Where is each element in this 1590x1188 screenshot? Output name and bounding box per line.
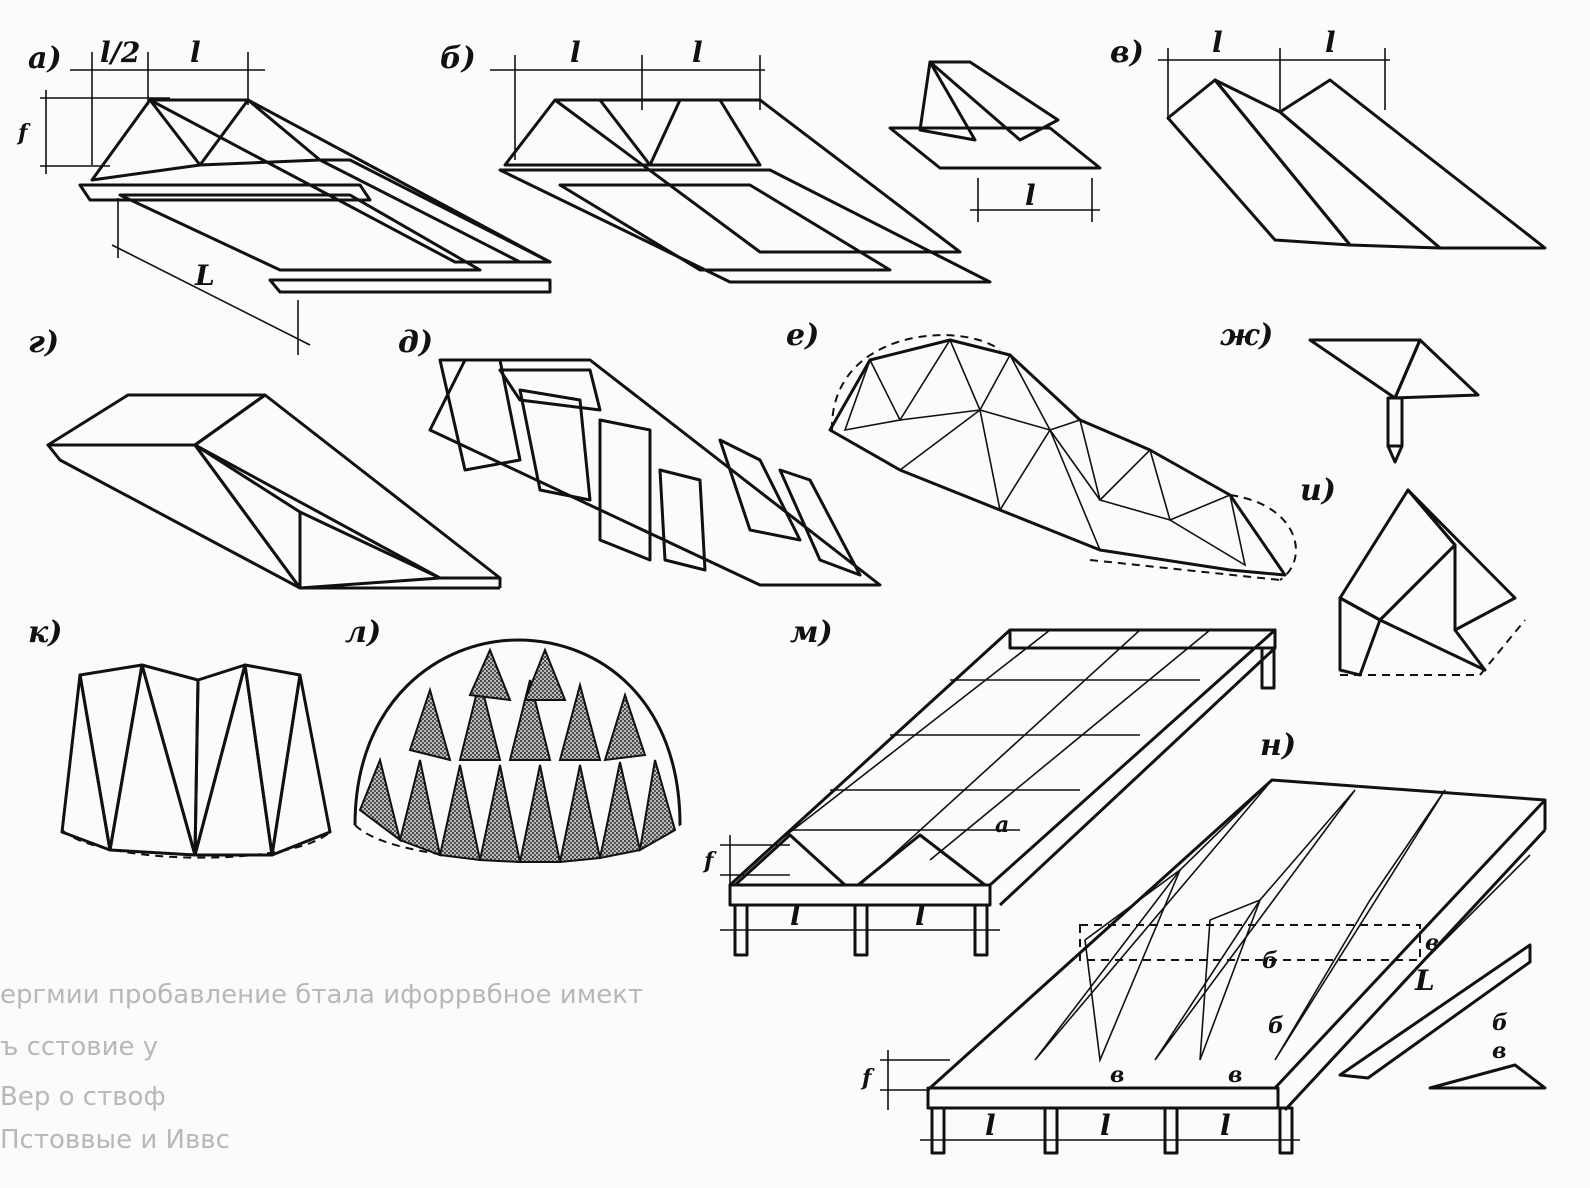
label-g: г) — [28, 325, 59, 360]
figure-e: е) — [786, 318, 1297, 581]
label-b: б) — [440, 41, 476, 76]
dim-l-m1: l — [790, 899, 801, 932]
dim-l-a: l — [190, 36, 201, 69]
faded-text-3: Вер о ствоф — [0, 1082, 166, 1112]
figure-g: г) — [28, 325, 502, 590]
figure-k: к) — [28, 615, 332, 859]
dim-l-n1: l — [985, 1109, 996, 1142]
figure-m: м) l l f а — [702, 615, 1277, 957]
figure-n: н) l l l f L в б б в в б в — [860, 728, 1547, 1155]
label-i: и) — [1300, 473, 1336, 508]
dim-l-n2: l — [1100, 1109, 1111, 1142]
label-a: а) — [28, 41, 62, 76]
dim-a-m: а — [995, 812, 1009, 838]
dim-l-m2: l — [915, 899, 926, 932]
label-n: н) — [1260, 728, 1296, 763]
figure-d: д) — [398, 325, 882, 587]
figure-l: л) — [345, 615, 682, 864]
figure-v: в) l l — [1110, 26, 1547, 250]
label-zh: ж) — [1220, 318, 1273, 353]
figure-b: б) l l — [440, 36, 992, 284]
dim-L-n: L — [1414, 964, 1435, 997]
label-e: е) — [786, 318, 819, 353]
mark-v-n2: в — [1110, 1062, 1124, 1088]
figure-a: а) l/2 l f L — [16, 36, 552, 355]
label-k: к) — [28, 615, 63, 650]
dim-L-a: L — [194, 259, 215, 292]
faded-text-4: Пстоввые и Иввс — [0, 1125, 230, 1155]
dim-f-n: f — [860, 1065, 875, 1091]
dim-l-b1: l — [570, 36, 581, 69]
dim-l-v1: l — [1212, 26, 1223, 59]
dim-l-b-inset: l — [1025, 179, 1036, 212]
dim-f-a: f — [16, 120, 31, 146]
faded-text-2: ъ сстовие у — [0, 1032, 159, 1062]
mark-v-n3: в — [1228, 1062, 1242, 1088]
mark-b-detail: б — [1492, 1010, 1508, 1036]
mark-b-n2: б — [1268, 1013, 1284, 1039]
dim-half-l: l/2 — [100, 36, 140, 69]
figure-i: и) — [1300, 473, 1526, 677]
figure-b-inset: l — [888, 60, 1102, 222]
mark-v-n: в — [1425, 930, 1439, 956]
mark-b-n1: б — [1262, 948, 1278, 974]
dim-l-v2: l — [1325, 26, 1336, 59]
dim-l-b2: l — [692, 36, 703, 69]
dim-l-n3: l — [1220, 1109, 1231, 1142]
label-v: в) — [1110, 35, 1144, 70]
figure-zh: ж) — [1220, 318, 1480, 464]
label-d: д) — [398, 325, 433, 360]
faded-text-1: ергмии пробавление бтала ифоррвбное имек… — [0, 980, 644, 1010]
label-m: м) — [790, 615, 833, 650]
dim-f-m: f — [702, 848, 717, 874]
label-l: л) — [345, 615, 381, 650]
mark-v-detail: в — [1492, 1038, 1506, 1064]
